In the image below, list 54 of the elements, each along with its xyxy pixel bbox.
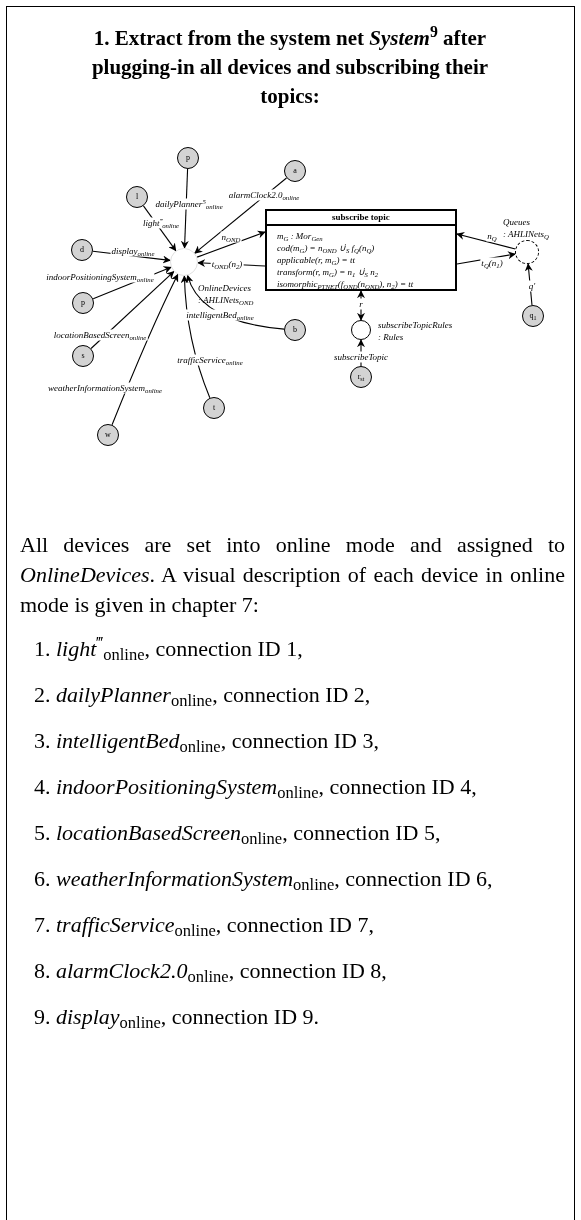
list-item: 9. display$_{online}$, connection ID 9. — [34, 1003, 321, 1032]
arrow — [456, 251, 516, 265]
arrow — [196, 230, 266, 258]
token-label: t — [212, 404, 216, 412]
place-label: Queues — [503, 216, 530, 228]
condition-text: transform(r, m$_{G}$) = n$_{1}$ ∪̇$_{S}$ n$_{2}$ — [277, 266, 379, 278]
edge-label: locationBasedScreen$_{online}$ — [52, 329, 148, 341]
transition-box — [265, 209, 457, 291]
place-label: : Rules — [378, 331, 404, 343]
list-item: 3. intelligentBed$_{online}$, connection ID 3, — [34, 727, 380, 756]
token-label: q$_{1}$ — [529, 312, 537, 320]
arrow — [357, 290, 365, 321]
edge-label: trafficService$_{online}$ — [176, 354, 244, 366]
token-label: r$_{st}$ — [357, 373, 365, 381]
token-label: s — [81, 352, 85, 360]
edge-label: intelligentBed$_{online}$ — [185, 309, 255, 321]
list-item: 2. dailyPlanner$_{online}$, connection ID 2, — [34, 681, 372, 710]
place-label: : AHLINets$_{Q}$ — [503, 228, 549, 240]
token-label: p — [81, 299, 85, 307]
edge-label: n$_{OND}$ — [220, 231, 242, 243]
token-label: d — [80, 246, 84, 254]
transition-title: subscribe topic — [332, 213, 390, 222]
edge-label: weatherInformationSystem$_{online}$ — [47, 382, 163, 394]
edge-label: subscribeTopic — [332, 351, 390, 363]
list-item: 8. alarmClock2.0$_{online}$, connection ID 8, — [34, 957, 388, 986]
token-label: b — [293, 326, 297, 334]
edge-label: r — [358, 298, 364, 310]
place-label: subscribeTopicRules — [378, 319, 453, 331]
edge-label: display$_{online}$ — [110, 245, 156, 257]
title: 1. Extract from the system net System$^{9}$ after plugging-in all devices and subscribing their topics: — [90, 24, 490, 110]
list-item: 7. trafficService$_{online}$, connection ID 7, — [34, 911, 375, 940]
token-label: l — [135, 193, 139, 201]
token-label: w — [105, 431, 111, 439]
list-item: 5. locationBasedScreen$_{online}$, connection ID 5, — [34, 819, 442, 848]
edge-label: q′ — [527, 280, 537, 292]
edge-label: t$_{OND}$(n$_{2}$) — [210, 258, 244, 270]
arrow — [524, 263, 533, 306]
body-paragraph: All devices are set into online mode and assigned to OnlineDevices. A visual description of each device in online mode is given in chapter 7: — [20, 531, 565, 619]
token-label: a — [293, 167, 297, 175]
edge-label: indoorPositioningSystem$_{online}$ — [45, 271, 155, 283]
token-label: p — [186, 154, 190, 162]
condition-text: m$_{G}$ : Mor$_{Gen}$ — [277, 230, 323, 242]
list-item: 6. weatherInformationSystem$_{online}$, connection ID 6, — [34, 865, 494, 894]
list-item: 4. indoorPositioningSystem$_{online}$, connection ID 4, — [34, 773, 478, 802]
arrow — [456, 231, 516, 250]
arrow — [90, 271, 175, 350]
edge-label: alarmClock2.0$_{online}$ — [227, 189, 301, 201]
place-label: : AHLINets$_{OND}$ — [198, 294, 254, 306]
condition-text: isomorphic$_{PTNET}$(f$_{OND}$(n$_{OND}$), n$_{2}$) = tt — [277, 278, 414, 290]
condition-text: cod(m$_{G}$) = n$_{OND}$ ∪̇$_{S}$ f$_{Q}$(n$_{Q}$) — [277, 242, 375, 254]
edge-label: t$_{Q}$(n$_{1}$) — [480, 257, 504, 269]
place-label: OnlineDevices — [198, 282, 251, 294]
list-item: 1. light$^{‴}$$_{online}$, connection ID 1, — [34, 634, 304, 664]
condition-text: applicable(r, m$_{G}$) = tt — [277, 254, 355, 266]
